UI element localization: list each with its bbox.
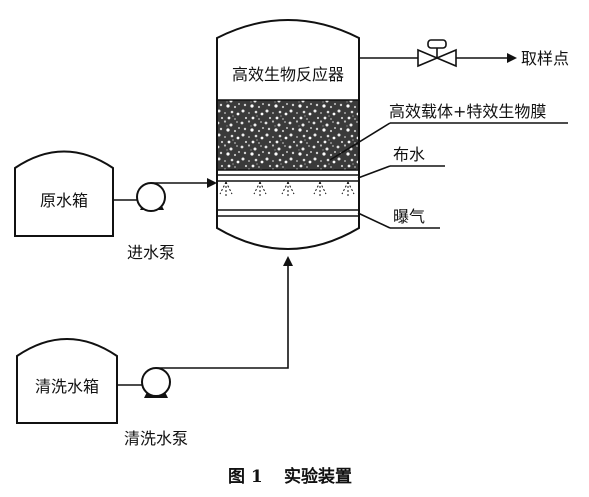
aeration-pipe [218, 209, 358, 217]
sample-point-label: 取样点 [521, 49, 569, 68]
valve-icon [417, 39, 457, 68]
wash-water-tank: 清洗水箱 [16, 338, 118, 424]
distribution-leader-line [357, 165, 391, 179]
wash-pump-icon [141, 367, 171, 398]
sample-outlet [359, 53, 517, 63]
carrier-bed [218, 100, 358, 170]
reactor-vessel: 高效生物反应器 [216, 19, 360, 250]
carrier-leader-line [329, 122, 391, 161]
distribution-pipe [218, 174, 358, 182]
wash-arrow [283, 256, 293, 266]
raw-water-tank: 原水箱 [14, 150, 114, 237]
aeration-leader-line [357, 212, 391, 229]
wash-pipe-out [156, 266, 289, 369]
feed-pump-label: 进水泵 [127, 243, 175, 262]
wash-pump-label: 清洗水泵 [124, 429, 188, 448]
figure-number: 图 1 [228, 467, 263, 487]
raw-tank-label: 原水箱 [40, 191, 88, 210]
reactor-label: 高效生物反应器 [232, 65, 344, 84]
distribution-label: 布水 [393, 145, 425, 164]
figure-title: 实验装置 [284, 466, 352, 487]
carrier-label: 高效载体+特效生物膜 [389, 102, 546, 121]
feed-pump-icon [136, 182, 166, 212]
aeration-label: 曝气 [393, 207, 425, 226]
feed-arrow [207, 178, 217, 188]
wash-tank-label: 清洗水箱 [35, 377, 99, 396]
